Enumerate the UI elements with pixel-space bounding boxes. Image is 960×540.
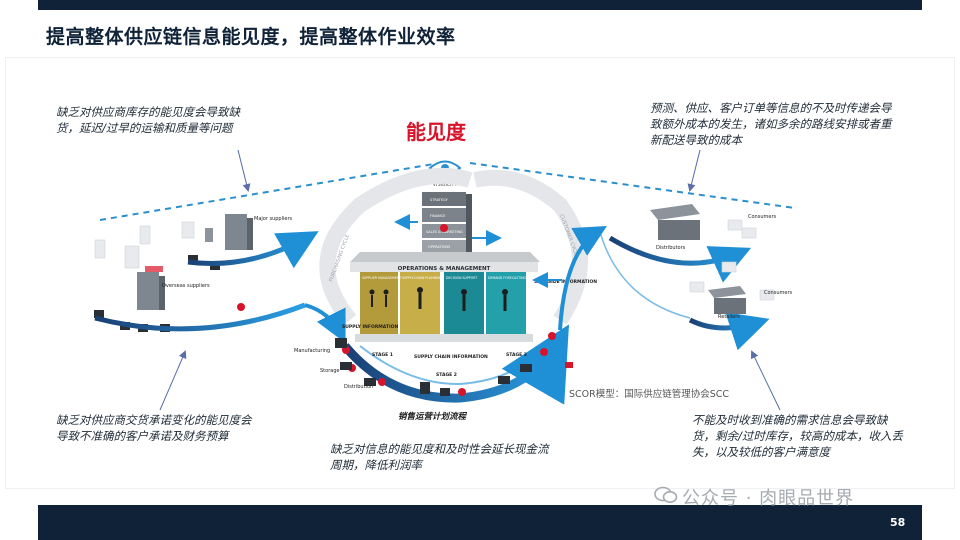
customer-cycle-arc <box>473 169 588 325</box>
sell-side-flow-up <box>558 226 607 331</box>
supply-info-label: SUPPLY INFORMATION <box>342 324 398 330</box>
supplier-buildings-faded <box>94 221 195 269</box>
pillar-label-4: DEMAND FORECASTING <box>488 276 527 280</box>
right-inner-link <box>599 231 691 319</box>
header-rule <box>38 0 922 10</box>
overseas-supplier-flow <box>94 302 306 332</box>
page-number: 58 <box>890 516 906 529</box>
flow-label-distribution: Distribution <box>344 384 373 390</box>
pillar-label-1: SUPPLIER MANAGEMENT <box>362 276 401 280</box>
visibility-label: VISIBILITY <box>433 182 459 188</box>
note-bottom-right: 不能及时收到准确的需求信息会导致缺货，剩余/过时库存，较高的成本，收入丢失，以及… <box>692 413 903 459</box>
purchasing-cycle-arc <box>319 167 473 326</box>
retailer-building <box>708 286 746 314</box>
note-bottom-left: 缺乏对供应商交货承诺变化的能见度会导致不准确的客户承诺及财务预算 <box>56 413 252 443</box>
retailers-label: Retailers <box>718 314 740 320</box>
retailer-flow <box>688 312 770 351</box>
major-supplier-flow <box>187 231 319 269</box>
note-top-right: 预测、供应、客户订单等信息的不及时传递会导致额外成本的发生，诸如多余的路线安排或… <box>650 101 892 147</box>
stage-label-1: STAGE 1 <box>372 352 393 358</box>
red-flag-marker <box>565 362 573 368</box>
tower-level-3: SALES & MARKETING <box>426 230 463 234</box>
pillar-label-3: DECISION SUPPORT <box>446 276 477 280</box>
note-arrow-bottom-right <box>751 350 781 411</box>
consumers-label-2: Consumers <box>764 290 792 296</box>
watermark: 公众号 · 肉眼品世界 <box>682 488 855 509</box>
consumers-label-1: Consumers <box>748 214 776 220</box>
note-bottom-center: 缺乏对信息的能见度和及时性会延长现金流周期，降低利润率 <box>330 442 549 472</box>
pillar-supplier-management <box>360 272 398 334</box>
footer-bar <box>38 505 922 540</box>
tower-level-1: STRATEGY <box>430 198 449 202</box>
page-title: 提高整体供应链信息能见度，提高整体作业效率 <box>46 26 456 48</box>
ops-mgmt-label: OPERATIONS & MANAGEMENT <box>398 266 491 272</box>
sales-operations-label: 销售运营计划流程 <box>398 412 467 422</box>
flow-label-storage: Storage <box>320 368 340 374</box>
note-arrow-bottom-left <box>159 350 187 411</box>
visibility-line-left <box>99 162 441 221</box>
major-suppliers-label: Major suppliers <box>254 216 293 222</box>
distributors-label: Distributors <box>656 245 686 251</box>
supply-chain-info-label: SUPPLY CHAIN INFORMATION <box>414 354 488 360</box>
overseas-supplier-building <box>137 266 165 310</box>
note-arrow-top-left <box>237 149 251 192</box>
overseas-suppliers-label: Overseas suppliers <box>162 283 210 289</box>
supply-flow-into-plant <box>304 303 346 344</box>
stage-label-2: STAGE 2 <box>436 372 457 378</box>
flow-label-manufacturing: Manufacturing <box>294 348 330 354</box>
operations-management-block <box>350 252 540 272</box>
major-supplier-building <box>205 214 253 250</box>
stages-flow-arc <box>341 324 570 405</box>
wechat-icon <box>654 486 678 503</box>
note-top-left: 缺乏对供应商库存的能见度会导致缺货，延迟/过早的运输和质量等问题 <box>56 105 240 135</box>
tower-level-2: FINANCE <box>430 214 445 218</box>
stage-label-3: STAGE 3 <box>506 352 527 358</box>
stage-markers <box>342 332 556 396</box>
people-figures <box>369 287 508 311</box>
flow-marker-a <box>237 303 245 311</box>
facility-icons <box>335 338 532 396</box>
distributor-flow <box>608 235 752 283</box>
distributor-building <box>650 204 700 240</box>
grid-base <box>355 334 533 342</box>
scor-model-caption: SCOR模型：国际供应链管理协会SCC <box>569 389 730 400</box>
visibility-heading: 能见度 <box>406 120 466 144</box>
consumer-houses <box>689 219 775 301</box>
note-arrow-top-right <box>687 149 701 192</box>
pillar-label-2: SUPPLY-CHAIN PLANNING <box>402 276 442 280</box>
tower-level-4: OPERATIONS <box>428 245 451 249</box>
